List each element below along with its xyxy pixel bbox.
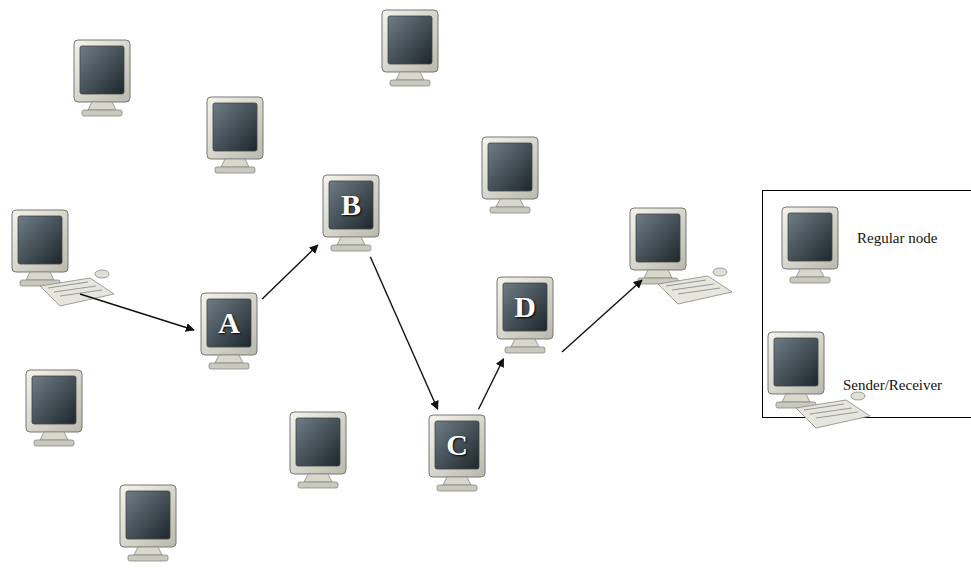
- legend-label: Regular node: [857, 230, 937, 247]
- legend-label: Sender/Receiver: [843, 377, 942, 394]
- node-letter: B: [320, 182, 382, 228]
- route-arrow: [262, 245, 318, 299]
- node-letter: A: [198, 300, 260, 346]
- node-letter: D: [494, 284, 556, 330]
- route-arrow: [370, 257, 437, 410]
- regular-node: C: [426, 412, 488, 494]
- regular-node: B: [320, 172, 382, 254]
- node-letter: C: [426, 422, 488, 468]
- regular-node: D: [494, 274, 556, 356]
- regular-node: A: [198, 290, 260, 372]
- route-arrow: [479, 359, 504, 410]
